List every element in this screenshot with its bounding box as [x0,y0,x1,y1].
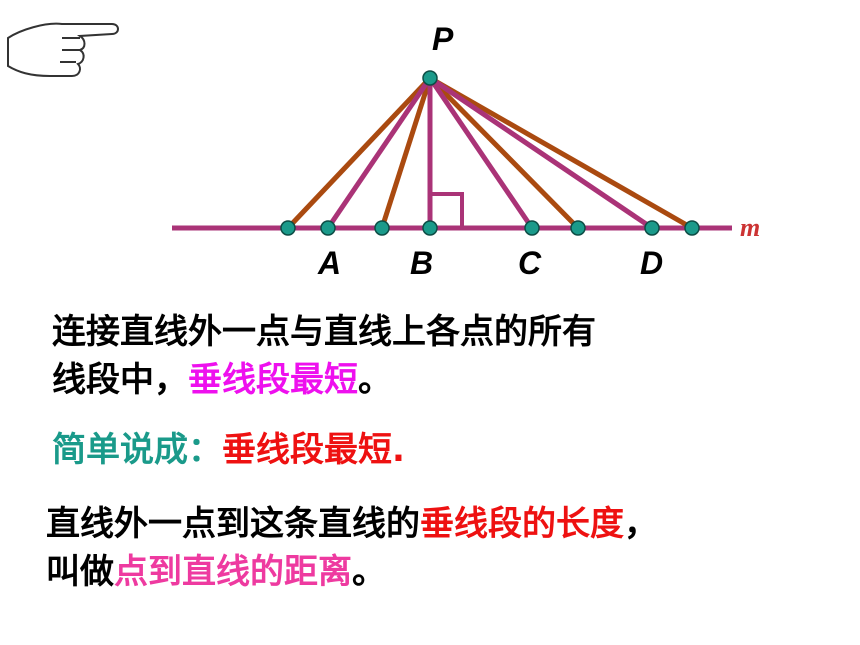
segment-brown [379,77,433,229]
right-angle-mark [430,192,464,228]
definition-prefix-1: 直线外一点到这条直线的 [46,504,420,544]
segment-brown [286,76,432,230]
point-p [422,70,438,86]
definition-line-2: 叫做点到直线的距离。 [46,548,658,596]
statement-line-2: 线段中，垂线段最短。 [52,356,596,404]
definition-suffix-1: ， [624,504,658,544]
point [280,220,296,236]
pointing-hand-icon [7,22,119,77]
point-b [422,220,438,236]
label-p: P [432,21,454,57]
point-a [320,220,336,236]
point [684,220,700,236]
definition-suffix-2: 。 [352,552,386,592]
segment-brown [428,76,580,230]
point-c [524,220,540,236]
segment-brown [428,75,694,231]
summary-prefix: 简单说成： [52,430,222,470]
statement-line-1: 连接直线外一点与直线上各点的所有 [52,312,596,352]
definition-prefix-2: 叫做 [46,552,114,592]
summary-highlight: 垂线段最短. [222,430,405,470]
label-a: A [317,245,341,281]
statement-highlight: 垂线段最短 [188,360,358,400]
definition-highlight-2: 点到直线的距离 [114,552,352,592]
label-b: B [410,245,433,281]
segment-pc [427,76,535,230]
perpendicular-diagram: P m A B C D [7,21,760,281]
definition-line-1: 直线外一点到这条直线的垂线段的长度， [46,500,658,548]
statement-block: 连接直线外一点与直线上各点的所有 线段中，垂线段最短。 [52,308,596,404]
label-d: D [640,245,663,281]
definition-block: 直线外一点到这条直线的垂线段的长度， 叫做点到直线的距离。 [46,500,658,596]
definition-highlight-1: 垂线段的长度 [420,504,624,544]
segment-pd [428,75,654,231]
summary-line: 简单说成：垂线段最短. [52,426,405,474]
segment-pa [325,76,433,230]
statement-suffix: 。 [358,360,392,400]
point [374,220,390,236]
point-d [644,220,660,236]
point [570,220,586,236]
label-c: C [518,245,542,281]
statement-prefix: 线段中， [52,360,188,400]
label-m: m [740,213,760,242]
